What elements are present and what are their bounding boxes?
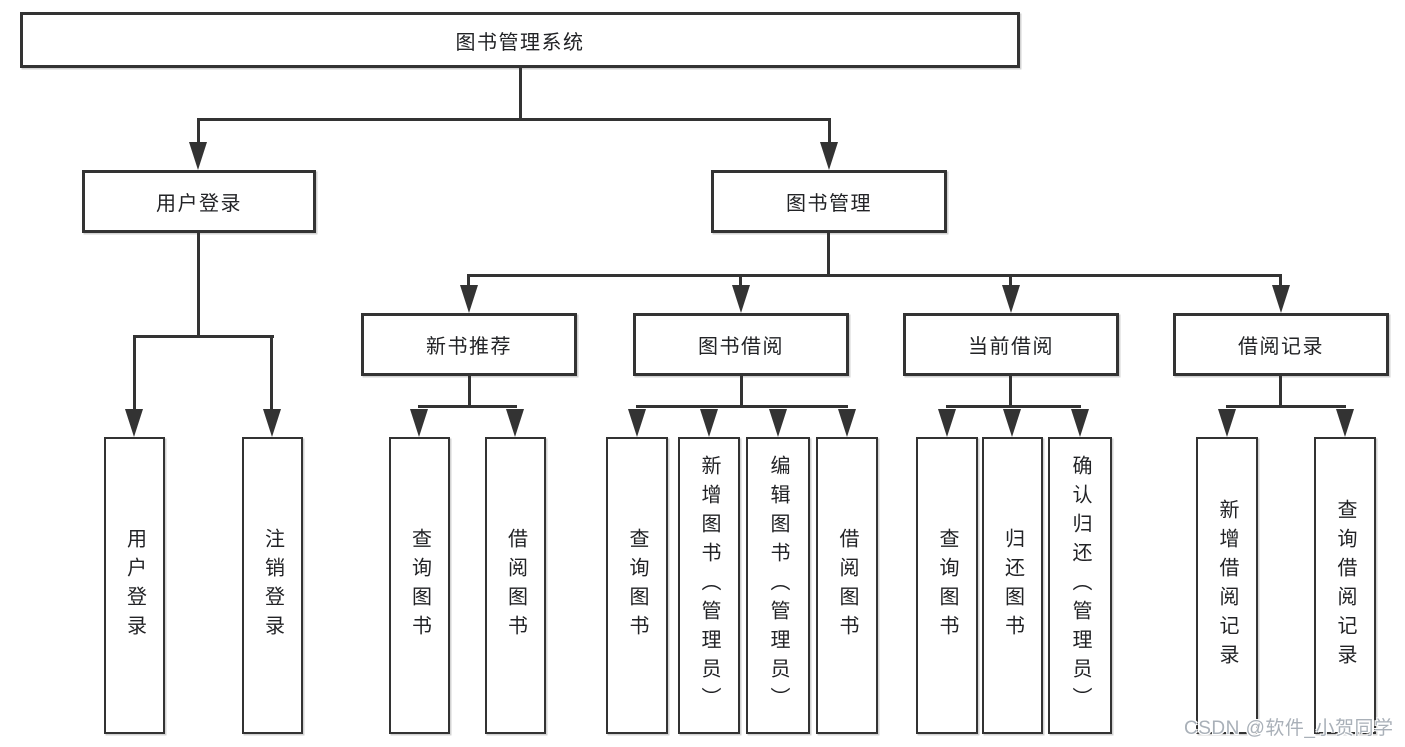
leaf-logout: 注销登录 (242, 437, 303, 734)
node-label: 确认归还（管理员） (1069, 455, 1091, 716)
node-label: 借阅记录 (1238, 336, 1324, 358)
node-label: 编辑图书（管理员） (767, 455, 789, 716)
arrowhead-query-books-borrowing (628, 409, 646, 437)
leaf-borrow-books-borrowing: 借阅图书 (816, 437, 878, 734)
csdn-watermark: CSDN @软件_小贺同学 (1184, 718, 1394, 739)
connector-to-user-login (197, 118, 200, 145)
node-label: 借阅图书 (504, 527, 527, 644)
node-book-management: 图书管理 (711, 170, 947, 233)
connector-records-bar (1226, 405, 1346, 408)
arrowhead-leaf-logout (263, 409, 281, 437)
connector-recommend-bar (418, 405, 517, 408)
connector-user-login-bar (133, 335, 274, 338)
connector-book-management-stem (827, 233, 830, 277)
arrowhead-user-login (189, 142, 207, 170)
connector-to-book-management (828, 118, 831, 145)
arrowhead-return-book (1003, 409, 1021, 437)
connector-to-leaf-user-login (133, 335, 136, 410)
arrowhead-current-borrowing (1002, 285, 1020, 313)
arrowhead-query-books-recommend (410, 409, 428, 437)
connector-recommend-stem (468, 376, 471, 407)
arrowhead-book-borrowing (732, 285, 750, 313)
arrowhead-query-borrow-record (1336, 409, 1354, 437)
node-user-login: 用户登录 (82, 170, 316, 233)
node-label: 用户登录 (123, 527, 146, 644)
arrowhead-add-book-admin (700, 409, 718, 437)
node-label: 新增借阅记录 (1216, 498, 1238, 673)
leaf-query-books-borrowing: 查询图书 (606, 437, 668, 734)
connector-root-stem (519, 68, 522, 121)
connector-book-management-bar (468, 274, 1282, 277)
node-label: 归还图书 (1001, 527, 1024, 644)
node-new-book-recommendation: 新书推荐 (361, 313, 577, 376)
node-label: 查询借阅记录 (1334, 498, 1356, 673)
arrowhead-borrow-books-recommend (506, 409, 524, 437)
leaf-query-books-current: 查询图书 (916, 437, 978, 734)
leaf-query-borrow-record: 查询借阅记录 (1314, 437, 1376, 734)
node-current-borrowing: 当前借阅 (903, 313, 1119, 376)
arrowhead-book-management (820, 142, 838, 170)
node-label: 用户登录 (156, 193, 242, 215)
leaf-user-login: 用户登录 (104, 437, 165, 734)
node-label: 查询图书 (936, 527, 958, 644)
node-label: 查询图书 (626, 527, 648, 644)
leaf-borrow-books-recommend: 借阅图书 (485, 437, 546, 734)
leaf-confirm-return-admin: 确认归还（管理员） (1048, 437, 1112, 734)
node-label: 图书管理系统 (455, 31, 585, 54)
node-book-borrowing: 图书借阅 (633, 313, 849, 376)
arrowhead-confirm-return-admin (1071, 409, 1089, 437)
node-label: 图书借阅 (698, 336, 784, 358)
node-label: 当前借阅 (968, 336, 1054, 358)
connector-borrowing-bar (636, 405, 848, 408)
node-borrowing-records: 借阅记录 (1173, 313, 1389, 376)
leaf-return-book: 归还图书 (982, 437, 1043, 734)
arrowhead-borrow-books-borrowing (838, 409, 856, 437)
connector-to-borrowing-records (1279, 274, 1282, 286)
connector-root-bar (197, 118, 831, 121)
connector-borrowing-stem (740, 376, 743, 407)
arrowhead-leaf-user-login (125, 409, 143, 437)
node-label: 查询图书 (408, 527, 431, 644)
arrowhead-borrowing-records (1272, 285, 1290, 313)
node-root-library-management-system: 图书管理系统 (20, 12, 1020, 68)
leaf-add-book-admin: 新增图书（管理员） (678, 437, 740, 734)
arrowhead-new-book-recommendation (460, 285, 478, 313)
leaf-query-books-recommend: 查询图书 (389, 437, 450, 734)
leaf-add-borrow-record: 新增借阅记录 (1196, 437, 1258, 734)
leaf-edit-book-admin: 编辑图书（管理员） (746, 437, 810, 734)
connector-to-new-book-recommendation (467, 274, 470, 286)
arrowhead-edit-book-admin (769, 409, 787, 437)
connector-current-bar (946, 405, 1081, 408)
connector-current-stem (1009, 376, 1012, 407)
node-label: 注销登录 (261, 527, 284, 644)
connector-to-leaf-logout (270, 335, 273, 410)
connector-records-stem (1279, 376, 1282, 407)
arrowhead-add-borrow-record (1218, 409, 1236, 437)
node-label: 图书管理 (786, 193, 872, 215)
node-label: 新书推荐 (426, 336, 512, 358)
connector-to-current-borrowing (1009, 274, 1012, 286)
node-label: 新增图书（管理员） (698, 455, 720, 716)
node-label: 借阅图书 (836, 527, 858, 644)
connector-to-book-borrowing (739, 274, 742, 286)
arrowhead-query-books-current (938, 409, 956, 437)
connector-user-login-stem (197, 233, 200, 337)
